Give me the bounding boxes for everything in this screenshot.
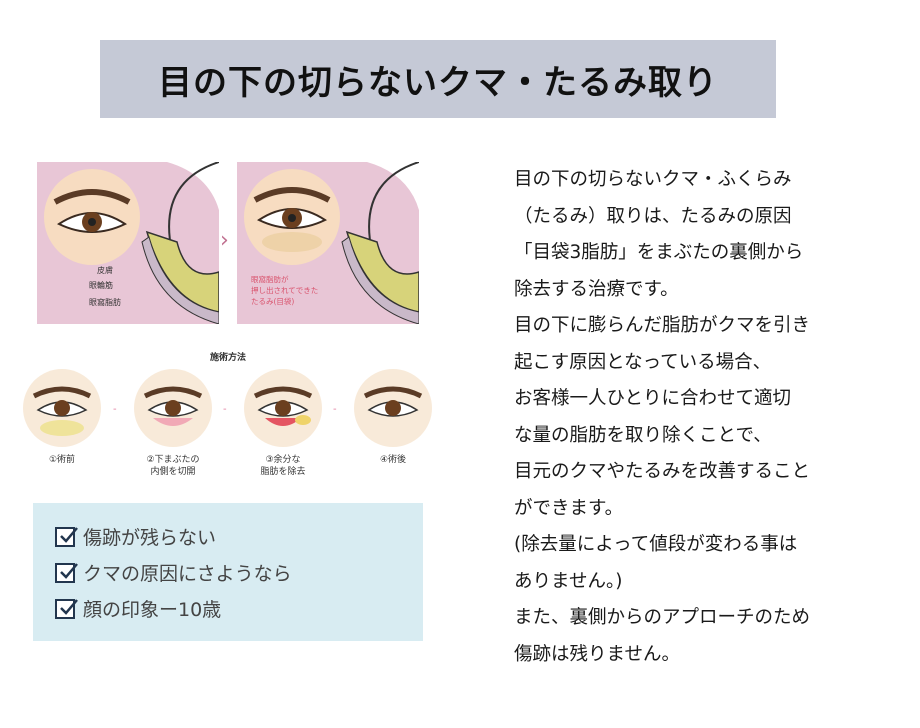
step-3-illustration <box>243 368 323 448</box>
step-2-illustration <box>133 368 213 448</box>
description-text: 目の下の切らないクマ・ふくらみ （たるみ）取りは、たるみの原因 「目袋3脂肪」を… <box>514 169 811 665</box>
page-title: 目の下の切らないクマ・たるみ取り <box>158 62 718 103</box>
anatomy-panel-bags: 眼窩脂肪が 押し出されてできた たるみ(目袋) <box>237 162 419 324</box>
step-1-illustration <box>22 368 102 448</box>
anatomy-illustration-bags <box>244 162 419 324</box>
step-2-label: ②下まぶたの 内側を切開 <box>146 455 200 477</box>
chevron-right-icon: › <box>220 228 229 253</box>
label-skin: 皮膚 <box>97 266 113 275</box>
checklist-item: 顔の印象ー10歳 <box>55 595 221 622</box>
checkbox-checked-icon <box>55 562 78 583</box>
label-orbicularis: 眼輪筋 <box>89 281 113 290</box>
step-4-illustration <box>353 368 433 448</box>
method-title: 施術方法 <box>210 353 247 363</box>
step-4-label: ④術後 <box>379 455 407 465</box>
checklist-item: 傷跡が残らない <box>55 523 216 550</box>
benefits-checklist: 傷跡が残らない クマの原因にさようなら 顔の印象ー10歳 <box>33 503 423 641</box>
anatomy-illustration-before <box>44 162 219 324</box>
step-3-label: ③余分な 脂肪を除去 <box>260 455 306 477</box>
checkbox-checked-icon <box>55 526 78 547</box>
step-1-label: ①術前 <box>48 455 76 465</box>
fat-bag-note: 眼窩脂肪が 押し出されてできた たるみ(目袋) <box>251 275 319 306</box>
checkbox-checked-icon <box>55 598 78 619</box>
label-orbital-fat: 眼窩脂肪 <box>89 298 121 307</box>
anatomy-panel-before: 皮膚 眼輪筋 眼窩脂肪 <box>37 162 219 324</box>
checklist-item: クマの原因にさようなら <box>55 559 292 586</box>
title-banner: 目の下の切らないクマ・たるみ取り <box>100 40 776 118</box>
